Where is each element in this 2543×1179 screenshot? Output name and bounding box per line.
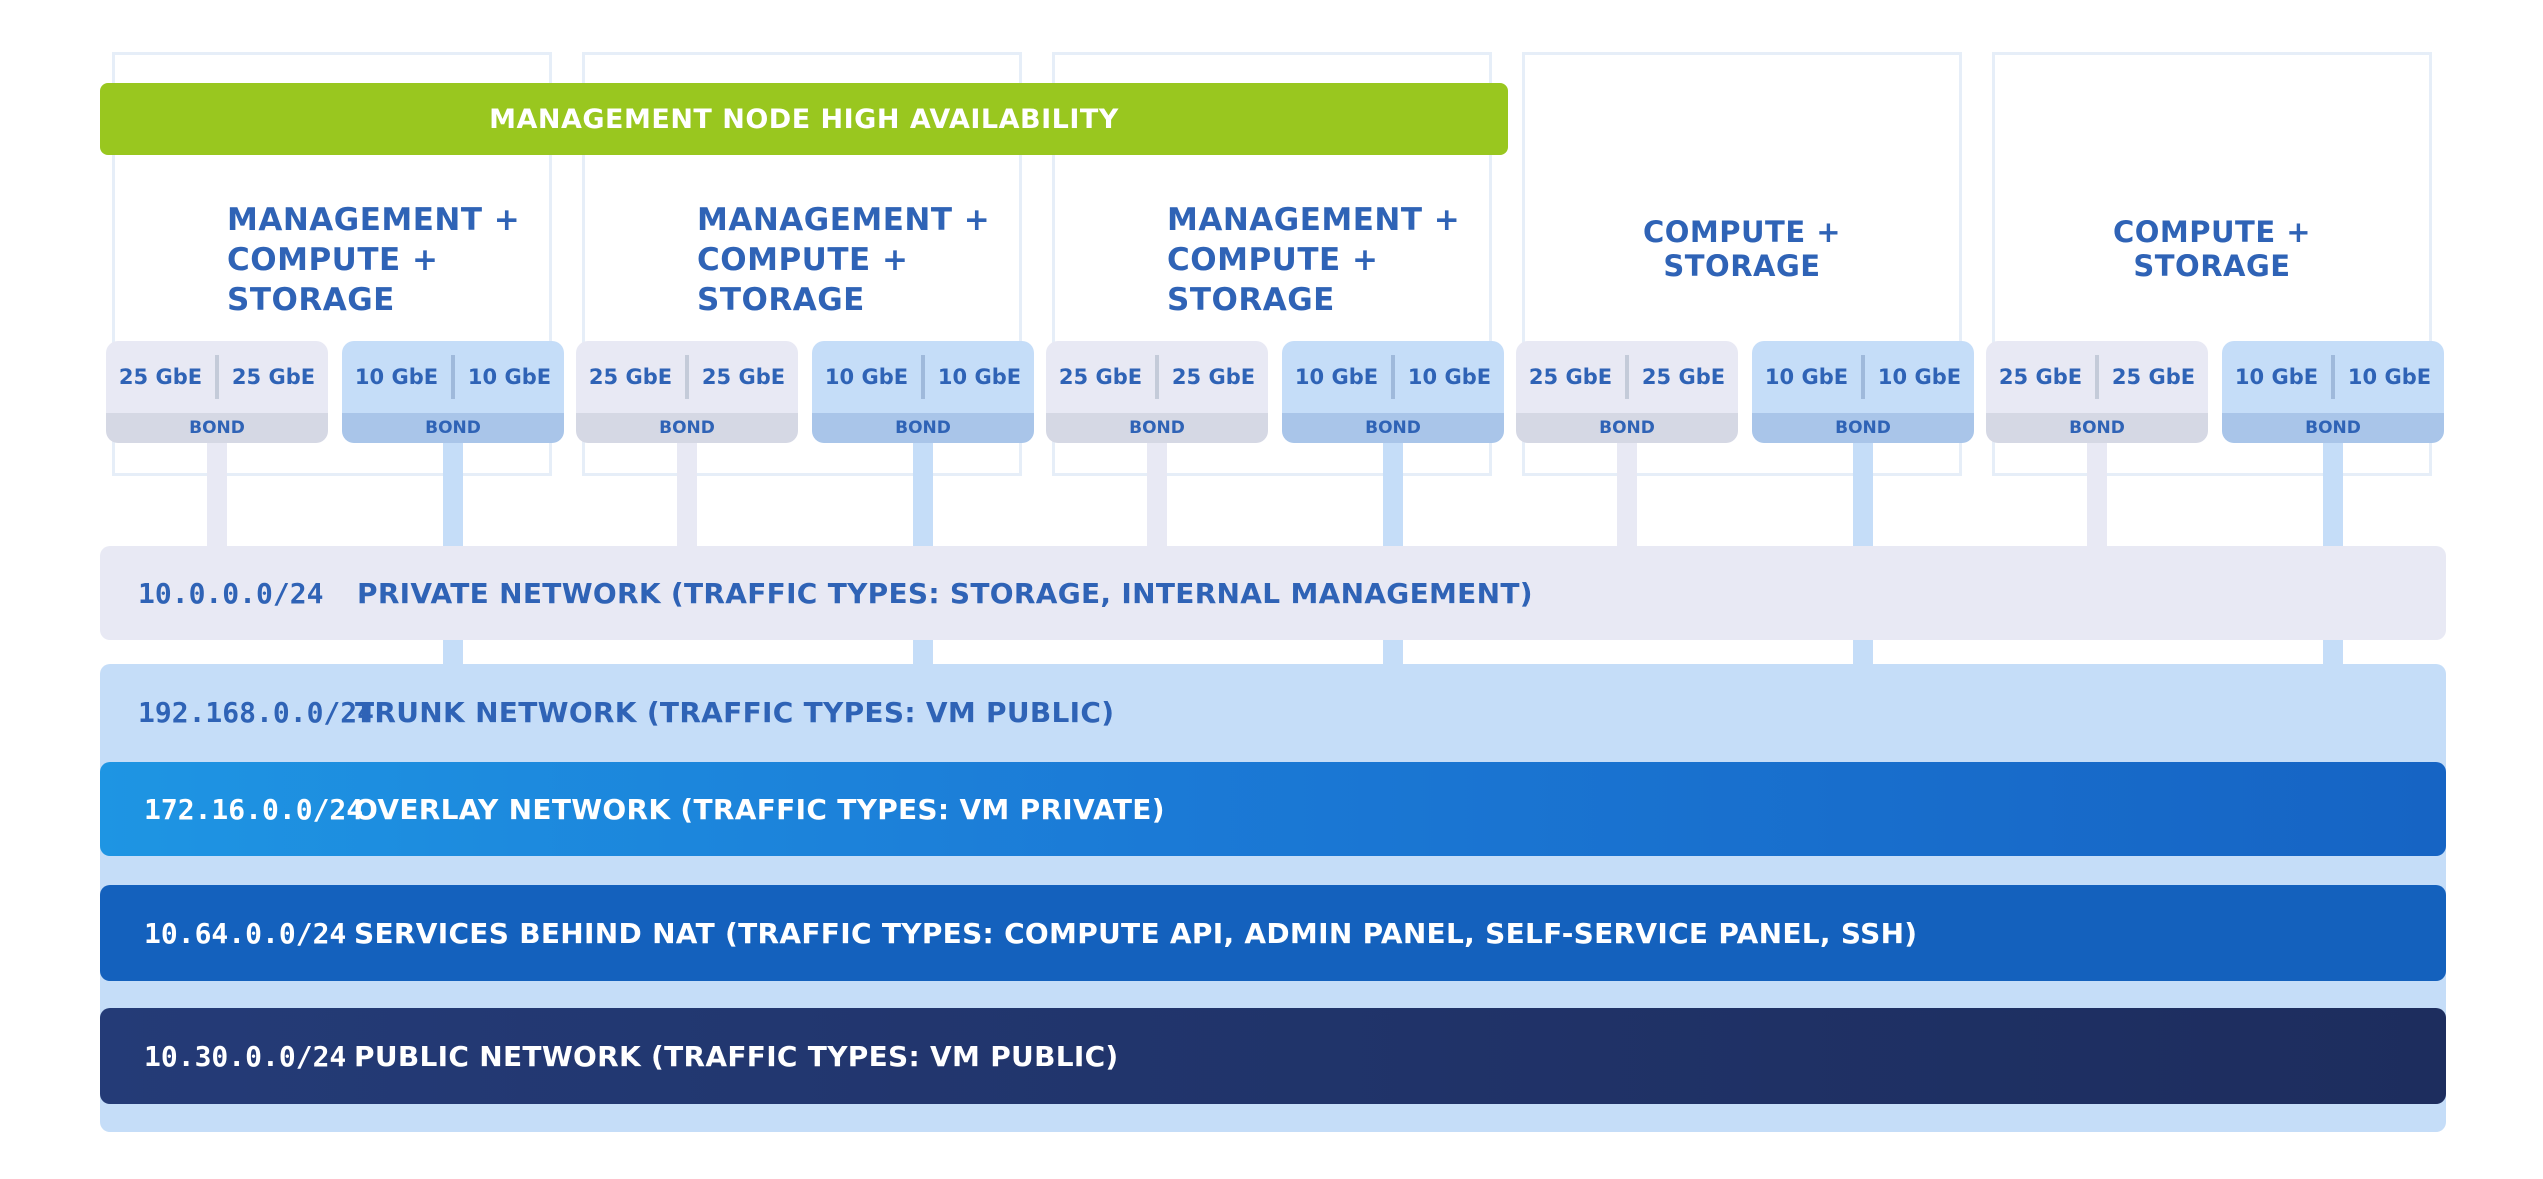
bond-label: BOND [1986, 413, 2208, 443]
connector-private [207, 440, 227, 548]
public-network: 10.30.0.0/24 PUBLIC NETWORK (TRAFFIC TYP… [100, 1008, 2446, 1104]
network-label: TRUNK NETWORK (TRAFFIC TYPES: VM PUBLIC) [355, 695, 1115, 729]
port-label: 25 GbE [1998, 365, 2083, 389]
connector-private [677, 440, 697, 548]
ha-banner: MANAGEMENT NODE HIGH AVAILABILITY [100, 83, 1508, 155]
port-group-25gbe: 25 GbE 25 GbE BOND [1986, 341, 2208, 443]
services-nat-network: 10.64.0.0/24 SERVICES BEHIND NAT (TRAFFI… [100, 885, 2446, 981]
port-group-10gbe: 10 GbE 10 GbE BOND [342, 341, 564, 443]
port-divider [1155, 355, 1159, 399]
node-4: COMPUTE + STORAGE [1522, 52, 1962, 476]
port-label: 10 GbE [467, 365, 552, 389]
port-label: 25 GbE [231, 365, 316, 389]
port-divider [1861, 355, 1865, 399]
port-label: 25 GbE [1641, 365, 1726, 389]
node-title: COMPUTE + STORAGE [1642, 215, 1842, 283]
port-group-10gbe: 10 GbE 10 GbE BOND [1282, 341, 1504, 443]
network-label: PUBLIC NETWORK (TRAFFIC TYPES: VM PUBLIC… [354, 1039, 1119, 1073]
port-label: 10 GbE [354, 365, 439, 389]
node-1: MANAGEMENT + COMPUTE + STORAGE [112, 52, 552, 476]
bond-label: BOND [1516, 413, 1738, 443]
port-group-10gbe: 10 GbE 10 GbE BOND [812, 341, 1034, 443]
network-cidr: 10.30.0.0/24 [144, 1039, 347, 1073]
network-cidr: 172.16.0.0/24 [144, 792, 364, 826]
port-divider [1391, 355, 1395, 399]
port-label: 10 GbE [1764, 365, 1849, 389]
node-3: MANAGEMENT + COMPUTE + STORAGE [1052, 52, 1492, 476]
network-label: PRIVATE NETWORK (TRAFFIC TYPES: STORAGE,… [357, 576, 1533, 610]
port-divider [921, 355, 925, 399]
port-label: 10 GbE [937, 365, 1022, 389]
connector-private [1147, 440, 1167, 548]
connector-private [1617, 440, 1637, 548]
port-label: 25 GbE [1058, 365, 1143, 389]
connector-private [2087, 440, 2107, 548]
port-group-25gbe: 25 GbE 25 GbE BOND [1516, 341, 1738, 443]
trunk-network: 192.168.0.0/24 TRUNK NETWORK (TRAFFIC TY… [100, 664, 2446, 760]
bond-label: BOND [812, 413, 1034, 443]
port-label: 25 GbE [588, 365, 673, 389]
port-label: 25 GbE [1528, 365, 1613, 389]
node-title: COMPUTE + STORAGE [2112, 215, 2312, 283]
bond-label: BOND [342, 413, 564, 443]
port-divider [2331, 355, 2335, 399]
bond-label: BOND [1282, 413, 1504, 443]
node-title: MANAGEMENT + COMPUTE + STORAGE [227, 202, 521, 318]
bond-label: BOND [1046, 413, 1268, 443]
port-divider [685, 355, 689, 399]
port-label: 10 GbE [1877, 365, 1962, 389]
port-label: 25 GbE [1171, 365, 1256, 389]
port-label: 10 GbE [824, 365, 909, 389]
bond-label: BOND [106, 413, 328, 443]
port-label: 25 GbE [2111, 365, 2196, 389]
port-divider [1625, 355, 1629, 399]
overlay-network: 172.16.0.0/24 OVERLAY NETWORK (TRAFFIC T… [100, 762, 2446, 856]
node-5: COMPUTE + STORAGE [1992, 52, 2432, 476]
port-divider [215, 355, 219, 399]
port-group-25gbe: 25 GbE 25 GbE BOND [576, 341, 798, 443]
port-label: 25 GbE [118, 365, 203, 389]
bond-label: BOND [576, 413, 798, 443]
network-cidr: 10.64.0.0/24 [144, 916, 347, 950]
port-label: 10 GbE [1407, 365, 1492, 389]
network-cidr: 10.0.0.0/24 [138, 576, 324, 610]
port-label: 10 GbE [2347, 365, 2432, 389]
node-2: MANAGEMENT + COMPUTE + STORAGE [582, 52, 1022, 476]
port-group-25gbe: 25 GbE 25 GbE BOND [106, 341, 328, 443]
port-divider [2095, 355, 2099, 399]
port-group-10gbe: 10 GbE 10 GbE BOND [2222, 341, 2444, 443]
port-label: 10 GbE [2234, 365, 2319, 389]
bond-label: BOND [2222, 413, 2444, 443]
network-label: OVERLAY NETWORK (TRAFFIC TYPES: VM PRIVA… [354, 792, 1165, 826]
node-title: MANAGEMENT + COMPUTE + STORAGE [1167, 202, 1461, 318]
node-title: MANAGEMENT + COMPUTE + STORAGE [697, 202, 991, 318]
private-network: 10.0.0.0/24 PRIVATE NETWORK (TRAFFIC TYP… [100, 546, 2446, 640]
port-label: 25 GbE [701, 365, 786, 389]
bond-label: BOND [1752, 413, 1974, 443]
port-divider [451, 355, 455, 399]
port-group-10gbe: 10 GbE 10 GbE BOND [1752, 341, 1974, 443]
network-label: SERVICES BEHIND NAT (TRAFFIC TYPES: COMP… [354, 916, 1918, 950]
network-cidr: 192.168.0.0/24 [138, 695, 375, 729]
port-group-25gbe: 25 GbE 25 GbE BOND [1046, 341, 1268, 443]
port-label: 10 GbE [1294, 365, 1379, 389]
